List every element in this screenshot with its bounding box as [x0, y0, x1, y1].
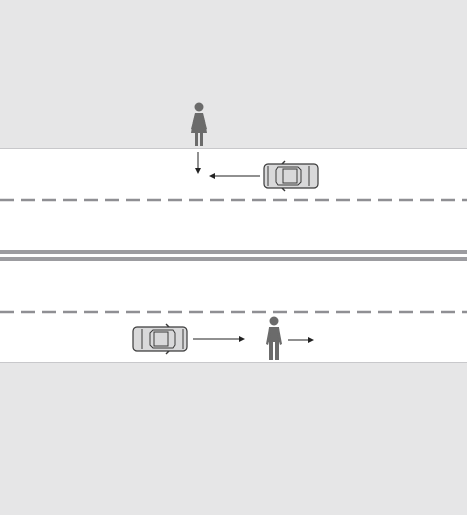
median-line-upper	[0, 250, 467, 254]
bottom-sidewalk	[0, 363, 467, 515]
car-icon	[263, 160, 319, 192]
median-line-lower	[0, 257, 467, 261]
top-sidewalk	[0, 0, 467, 148]
road	[0, 148, 467, 363]
man-pedestrian-icon	[266, 316, 282, 360]
car-icon	[132, 323, 188, 355]
woman-pedestrian-icon	[191, 102, 207, 146]
